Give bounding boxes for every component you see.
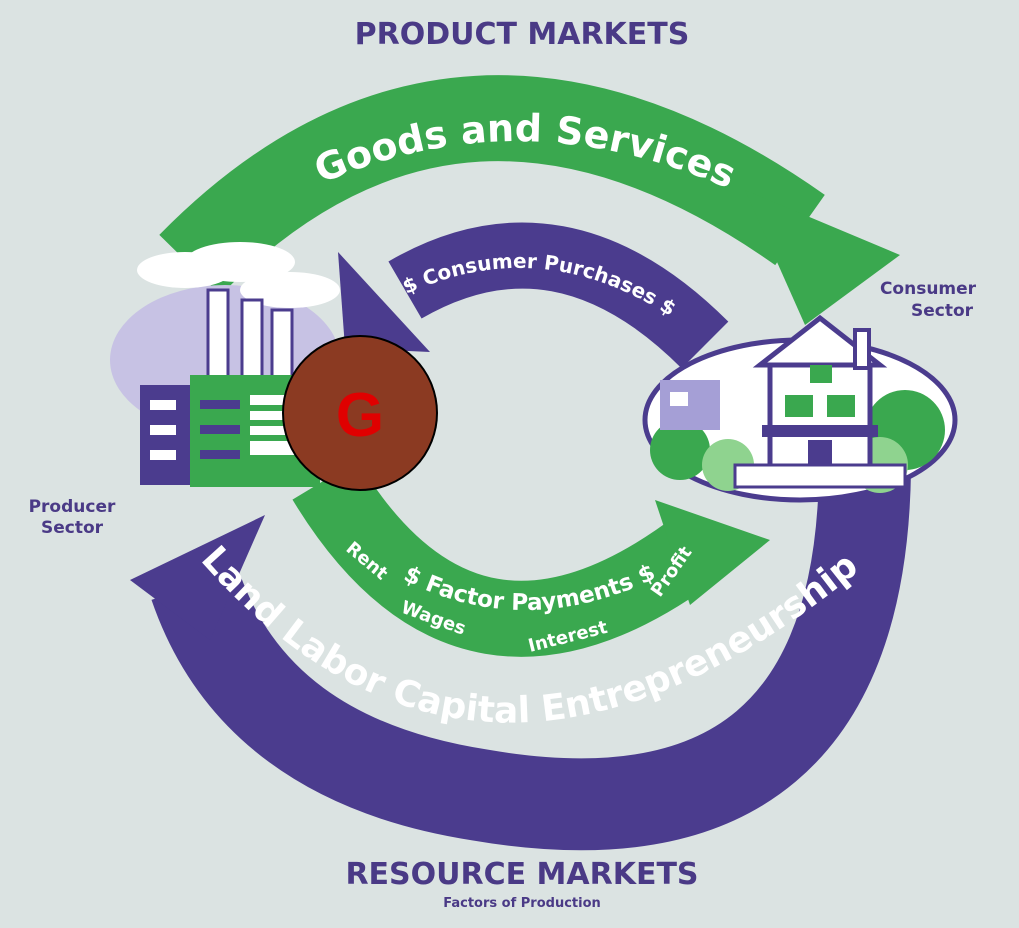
producer-sector-label-line1: Producer	[29, 497, 116, 517]
consumer-purchases-arc	[388, 222, 729, 369]
marker-letter: G	[336, 381, 384, 450]
factor-payments-arrowhead	[655, 500, 770, 605]
house-icon	[642, 314, 958, 503]
profit-label: Profit	[647, 542, 697, 601]
marker-circle	[282, 335, 438, 491]
producer-sector-label-line2: Sector	[41, 518, 104, 538]
resource-markets-title: RESOURCE MARKETS	[345, 857, 698, 892]
interest-label: Interest	[526, 617, 610, 657]
consumer-purchases-label-text: $ Consumer Purchases $	[399, 249, 681, 321]
goods-services-arc	[159, 75, 825, 296]
goods-services-arrowhead	[745, 190, 900, 325]
factor-payments-label: $ Factor Payments $	[400, 560, 660, 617]
factor-payments-arc	[292, 460, 723, 657]
resource-markets-subtitle: Factors of Production	[443, 896, 601, 911]
consumer-purchases-arrowhead	[338, 252, 430, 352]
consumer-sector-label-line2: Sector	[911, 301, 974, 321]
consumer-sector-label-line1: Consumer	[880, 279, 977, 299]
rent-label: Rent	[342, 538, 392, 585]
product-markets-title: PRODUCT MARKETS	[355, 17, 690, 52]
consumer-purchases-label: $ Consumer Purchases $	[399, 249, 681, 321]
resources-arrowhead	[130, 515, 265, 640]
factor-payments-label-text: $ Factor Payments $	[400, 560, 660, 617]
goods-services-label: Goods and Services	[308, 106, 742, 197]
goods-services-label-text: Goods and Services	[308, 106, 742, 197]
resources-arc	[151, 469, 911, 851]
